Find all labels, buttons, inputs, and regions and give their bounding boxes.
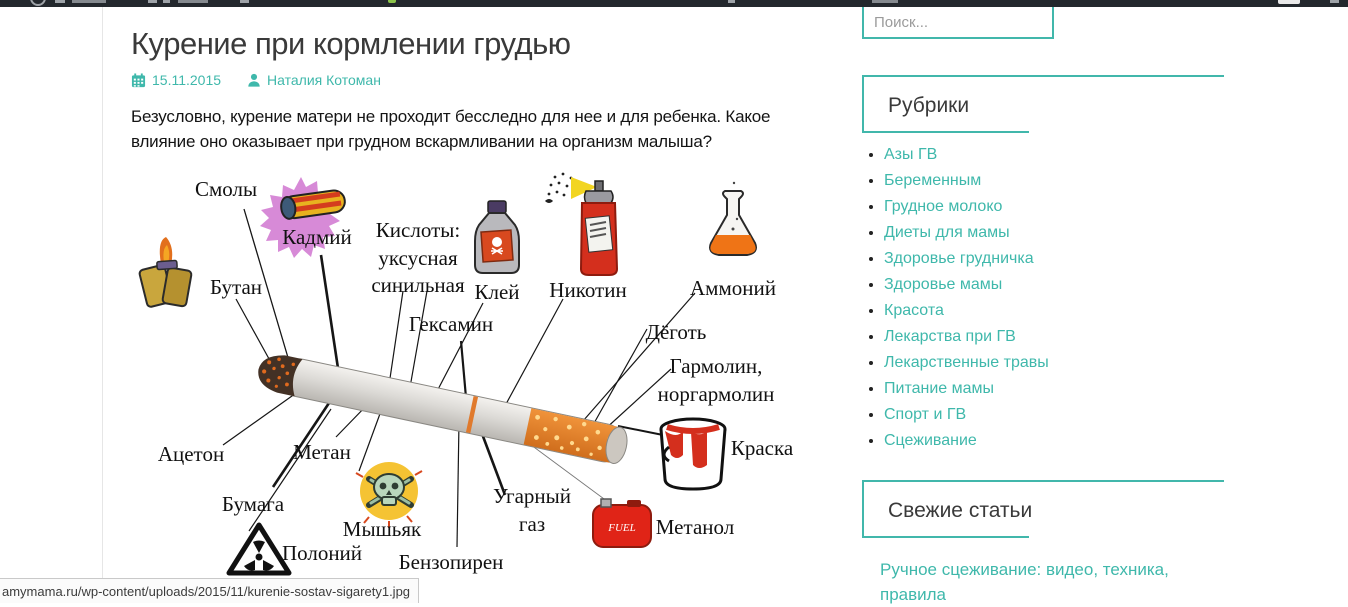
spray-can-icon xyxy=(545,171,619,277)
categories-widget: Рубрики Азы ГВ БеременнымГрудное молокоДи… xyxy=(862,75,1224,450)
category-link[interactable]: Сцеживание xyxy=(884,432,977,449)
diagram-label: Мышьяк xyxy=(342,517,422,542)
bell-icon[interactable] xyxy=(1330,0,1339,3)
category-link[interactable]: Лекарства при ГВ xyxy=(884,328,1016,345)
categories-list: Азы ГВ БеременнымГрудное молокоДиеты для … xyxy=(862,146,1224,450)
category-item: Здоровье мамы xyxy=(884,276,1224,294)
diagram-label: Гексамин xyxy=(408,312,494,337)
diagram-label: Клей xyxy=(474,280,520,305)
diagram-label: Угарный газ xyxy=(492,484,572,536)
category-item: Сцеживание xyxy=(884,432,1224,450)
site-menu-icon[interactable] xyxy=(55,0,65,3)
link-status-url: amymama.ru/wp-content/uploads/2015/11/ku… xyxy=(2,584,411,599)
comments-icon[interactable] xyxy=(148,0,157,3)
update-dot-icon xyxy=(388,0,396,3)
category-link[interactable]: Беременным xyxy=(884,172,982,189)
category-item: Грудное молоко xyxy=(884,198,1224,216)
category-item: Лекарственные травы xyxy=(884,354,1224,372)
diagram-label: Ацетон xyxy=(157,442,225,467)
diagram-label: Кадмий xyxy=(282,225,352,250)
category-item: Беременным xyxy=(884,172,1224,190)
post-meta: 15.11.2015 Наталия Котоман xyxy=(131,72,815,88)
diagram-label: Бутан xyxy=(209,275,263,300)
paint-bucket-icon xyxy=(659,417,727,491)
recent-posts-list: Ручное сцеживание: видео, техника, прави… xyxy=(862,558,1224,607)
categories-widget-header: Рубрики xyxy=(862,75,1224,133)
fuel-can-icon: FUEL xyxy=(592,498,652,549)
post-date-chunk: 15.11.2015 xyxy=(131,72,221,88)
glue-bottle-icon xyxy=(474,200,520,275)
category-item: Лекарства при ГВ xyxy=(884,328,1224,346)
category-link[interactable]: Грудное молоко xyxy=(884,198,1003,215)
category-link[interactable]: Питание мамы xyxy=(884,380,994,397)
diagram-label: Бензопирен xyxy=(398,550,504,575)
diagram-label: Аммоний xyxy=(690,276,776,301)
skull-icon xyxy=(355,462,423,529)
post-author-chunk: Наталия Котоман xyxy=(247,72,381,88)
sidebar: Рубрики Азы ГВ БеременнымГрудное молокоДи… xyxy=(862,0,1224,604)
diagram-label: Краска xyxy=(730,436,794,461)
post-date: 15.11.2015 xyxy=(152,72,222,89)
category-link[interactable]: Здоровье мамы xyxy=(884,276,1003,293)
category-link[interactable]: Азы ГВ xyxy=(884,146,938,163)
post-author-link[interactable]: Наталия Котоман xyxy=(267,72,381,89)
category-item: Диеты для мамы xyxy=(884,224,1224,242)
new-content-label[interactable] xyxy=(178,0,208,3)
diagram-label: Кислоты: уксусная синильная xyxy=(371,218,465,297)
diagram-label: Метан xyxy=(293,440,351,465)
admin-bar xyxy=(0,0,1348,7)
diagram-label: Полоний xyxy=(281,541,363,566)
recent-posts-title: Свежие статьи xyxy=(888,499,1033,522)
recent-post-link[interactable]: Ручное сцеживание: видео, техника, прави… xyxy=(880,560,1169,604)
author-icon xyxy=(248,73,260,87)
category-item: Азы ГВ xyxy=(884,146,1224,164)
radiation-icon xyxy=(226,522,292,576)
category-link[interactable]: Спорт и ГВ xyxy=(884,406,967,423)
recent-posts-widget-header: Свежие статьи xyxy=(862,480,1224,538)
flask-icon xyxy=(709,182,757,257)
page-frame: Курение при кормлении грудью 15.11.2015 xyxy=(102,0,1348,604)
calendar-icon xyxy=(131,73,146,87)
cigarette-graphic xyxy=(258,355,628,465)
category-item: Здоровье грудничка xyxy=(884,250,1224,268)
categories-title: Рубрики xyxy=(888,94,970,117)
howdy-text[interactable] xyxy=(872,0,898,3)
category-link[interactable]: Диеты для мамы xyxy=(884,224,1010,241)
user-icon[interactable] xyxy=(1278,0,1300,4)
diagram-label: Смолы xyxy=(194,177,258,202)
lighter-icon xyxy=(138,237,193,309)
link-status-bar: amymama.ru/wp-content/uploads/2015/11/ku… xyxy=(0,578,420,603)
category-link[interactable]: Лекарственные травы xyxy=(884,354,1049,371)
page-title: Курение при кормлении грудью xyxy=(131,26,571,61)
diagram-label: Метанол xyxy=(655,515,735,540)
category-item: Спорт и ГВ xyxy=(884,406,1224,424)
article-column: Курение при кормлении грудью 15.11.2015 xyxy=(103,7,815,603)
new-content-icon[interactable] xyxy=(163,0,170,3)
category-link[interactable]: Красота xyxy=(884,302,944,319)
recent-posts-widget: Свежие статьи Ручное сцеживание: видео, … xyxy=(862,480,1224,607)
diagram-graphics: FUEL xyxy=(138,171,757,576)
search-admin-icon[interactable] xyxy=(728,0,735,3)
battery-icon xyxy=(260,177,346,259)
site-name-text[interactable] xyxy=(72,0,106,3)
category-item: Красота xyxy=(884,302,1224,320)
diagram-label: Бумага xyxy=(221,492,285,517)
category-link[interactable]: Здоровье грудничка xyxy=(884,250,1034,267)
category-item: Питание мамы xyxy=(884,380,1224,398)
fuel-can-label: FUEL xyxy=(607,522,636,534)
edit-icon[interactable] xyxy=(240,0,249,3)
wordpress-logo-icon[interactable] xyxy=(30,0,46,6)
diagram-label: Никотин xyxy=(549,278,627,303)
diagram-label: Гармолин, норгармолин xyxy=(657,354,775,406)
diagram-label: Дёготь xyxy=(645,320,707,345)
article-intro: Безусловно, курение матери не проходит б… xyxy=(131,107,771,152)
